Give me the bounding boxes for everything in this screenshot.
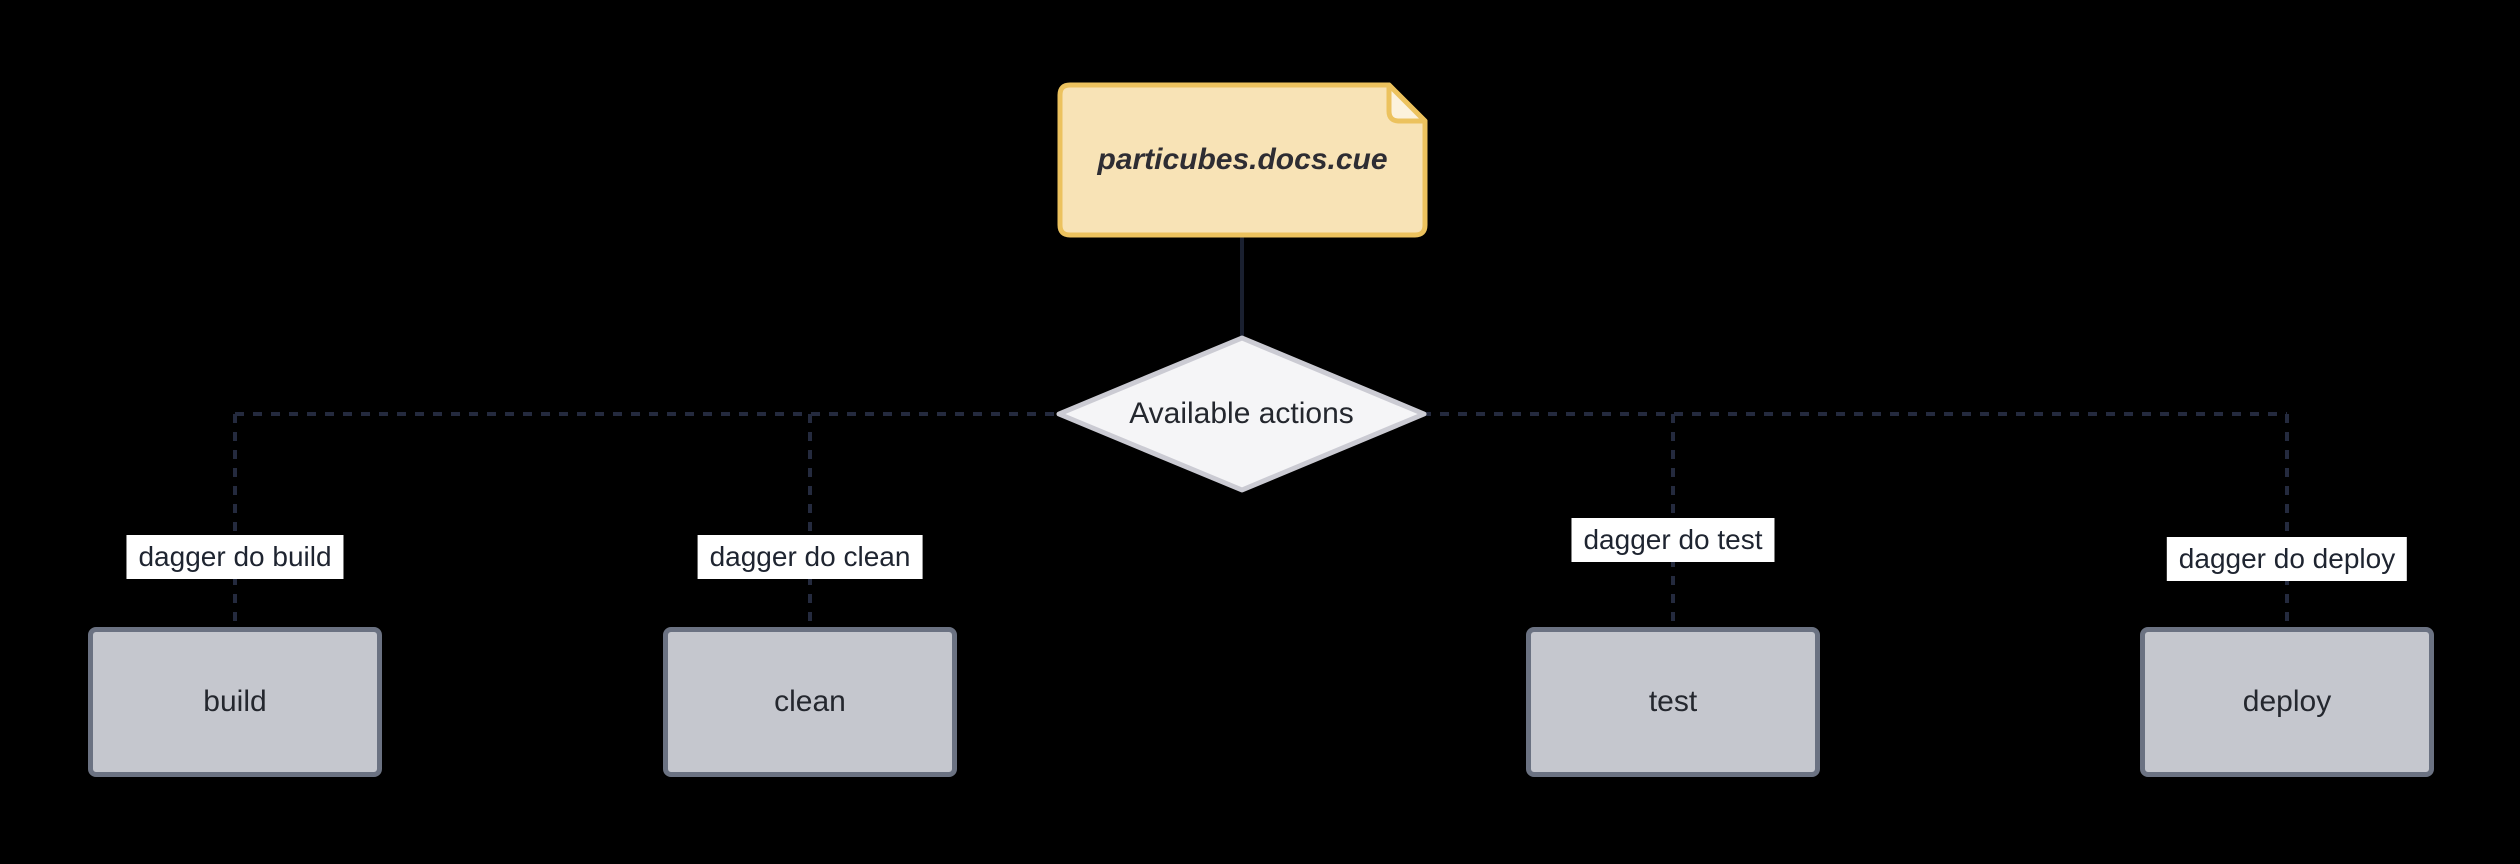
node-deploy: deploy [2140, 627, 2434, 777]
edge-label-build: dagger do build [126, 535, 344, 579]
note-shape [1057, 82, 1428, 238]
node-build: build [88, 627, 382, 777]
node-test: test [1526, 627, 1820, 777]
node-clean: clean [663, 627, 957, 777]
decision-label: Available actions [1129, 397, 1354, 430]
edge-label-test: dagger do test [1571, 518, 1775, 562]
note-fold-corner [1386, 82, 1428, 124]
edge-label-deploy: dagger do deploy [2166, 537, 2408, 581]
note-label: particubes.docs.cue [1097, 143, 1388, 176]
decision-diamond [1056, 335, 1427, 493]
edge-label-clean: dagger do clean [697, 535, 923, 579]
